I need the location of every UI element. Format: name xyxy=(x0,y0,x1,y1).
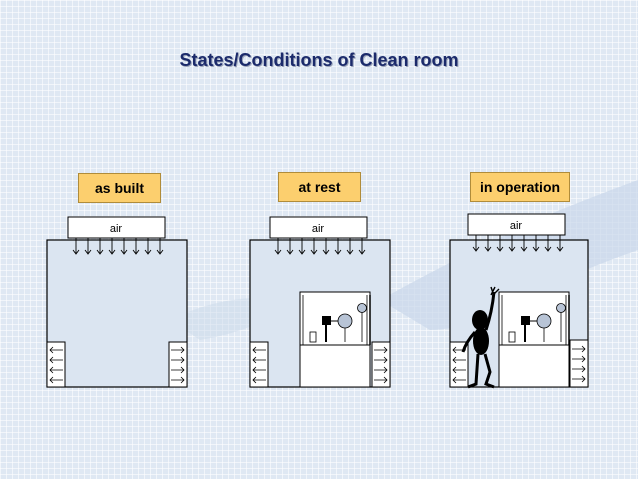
downflow-arrows xyxy=(472,235,564,252)
equipment-bench xyxy=(498,291,570,388)
return-air-grille-right xyxy=(371,341,391,388)
air-label: air xyxy=(110,223,123,235)
air-label: air xyxy=(312,223,325,235)
downflow-arrows xyxy=(72,238,164,255)
return-air-grille-right xyxy=(168,341,188,388)
room-at-rest: air xyxy=(249,216,391,388)
return-air-grille-left xyxy=(249,341,269,388)
room-walls xyxy=(46,239,188,388)
downflow-arrows xyxy=(274,238,366,255)
state-label-as-built: as built xyxy=(78,173,161,203)
room-as-built: air xyxy=(46,216,188,388)
return-air-grille-left xyxy=(449,341,469,388)
slide-title: States/Conditions of Clean room xyxy=(179,50,459,70)
state-label-at-rest: at rest xyxy=(278,172,361,202)
air-label: air xyxy=(510,220,523,232)
room-in-operation: air xyxy=(449,213,589,389)
state-label-in-operation: in operation xyxy=(470,172,570,202)
equipment-bench xyxy=(299,291,371,388)
return-air-grille-left xyxy=(46,341,66,388)
return-air-grille-right xyxy=(569,339,589,388)
air-supply-box xyxy=(467,213,566,236)
air-supply-box xyxy=(67,216,166,239)
operator-figure-icon xyxy=(461,286,500,389)
air-supply-box xyxy=(269,216,368,239)
